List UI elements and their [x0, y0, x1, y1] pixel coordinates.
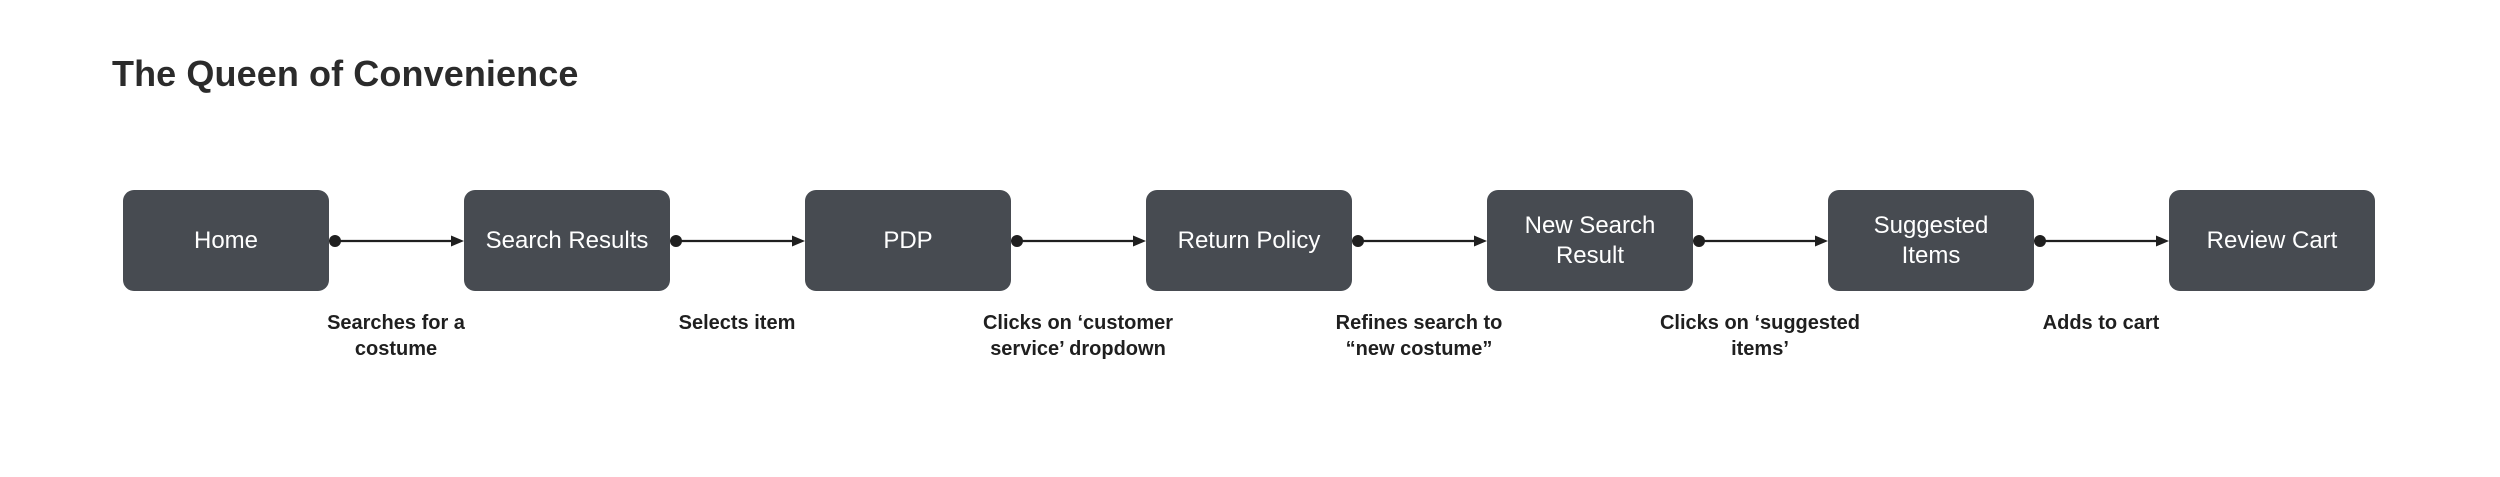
- flow-connector: [2034, 231, 2169, 251]
- flow-edge-caption: Selects item: [678, 312, 796, 334]
- flow-node-new-search-result[interactable]: New Search Result: [1487, 190, 1693, 291]
- flow-node-label: Home: [193, 226, 259, 254]
- flow-edge-caption: Clicks on ‘customer service’ dropdown: [982, 312, 1174, 361]
- flow-node-label: Suggested Items: [1873, 211, 1989, 269]
- flow-node-pdp[interactable]: PDP: [805, 190, 1011, 291]
- flow-node-search-results[interactable]: Search Results: [464, 190, 670, 291]
- flow-node-label: PDP: [883, 226, 933, 254]
- flow-node-label: Review Cart: [2206, 226, 2338, 254]
- flow-node-label: Return Policy: [1177, 226, 1321, 254]
- flow-connector: [1011, 231, 1146, 251]
- flow-edge-caption: Adds to cart: [2042, 312, 2160, 334]
- flow-connector: [1352, 231, 1487, 251]
- page-title: The Queen of Convenience: [112, 53, 579, 94]
- flow-edge-caption: Refines search to “new costume”: [1335, 312, 1503, 361]
- flow-node-label: New Search Result: [1524, 211, 1656, 269]
- flow-edge-caption: Clicks on ‘suggested items’: [1659, 312, 1861, 361]
- flow-connector: [670, 231, 805, 251]
- flow-connector: [1693, 231, 1828, 251]
- flow-node-return-policy[interactable]: Return Policy: [1146, 190, 1352, 291]
- flow-node-suggested-items[interactable]: Suggested Items: [1828, 190, 2034, 291]
- flow-node-label: Search Results: [485, 226, 649, 254]
- flow-node-home[interactable]: Home: [123, 190, 329, 291]
- flow-edge-caption: Searches for a costume: [327, 312, 465, 361]
- flow-node-review-cart[interactable]: Review Cart: [2169, 190, 2375, 291]
- flow-connector: [329, 231, 464, 251]
